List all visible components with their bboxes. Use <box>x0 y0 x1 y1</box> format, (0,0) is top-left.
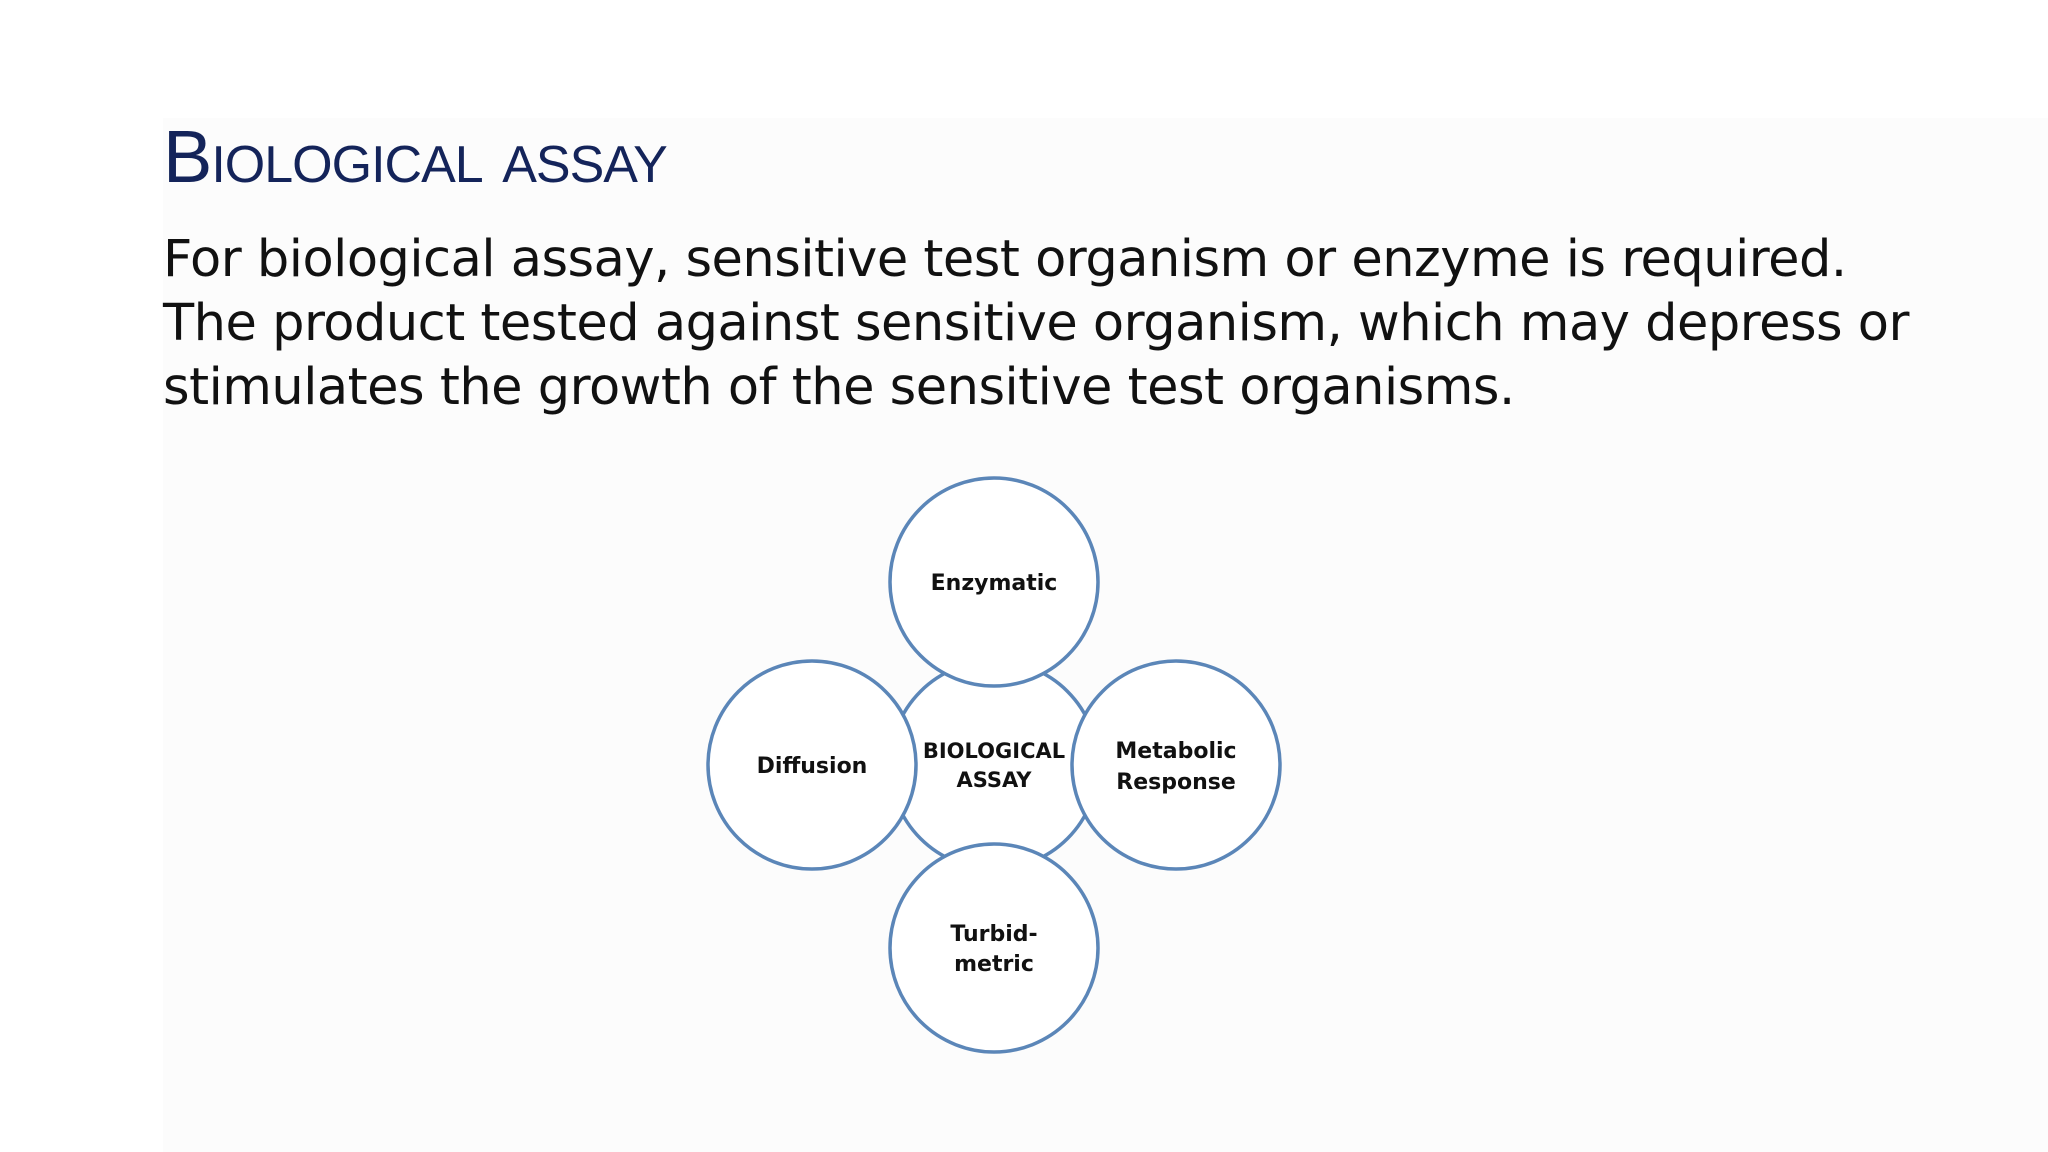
metabolic-response-label-line2: Response <box>1116 770 1236 795</box>
diffusion-label: Diffusion <box>757 754 868 779</box>
diffusion-circle <box>706 659 918 871</box>
slide-title: Biological assay <box>163 115 668 198</box>
slide-body-text: For biological assay, sensitive test org… <box>163 230 1909 417</box>
center-label-line2: ASSAY <box>956 768 1032 792</box>
content-panel <box>163 118 2048 1152</box>
metabolic-response-label-line1: Metabolic <box>1115 739 1236 764</box>
center-label-line1: BIOLOGICAL <box>923 739 1065 763</box>
turbidmetric-label-line2: metric <box>954 952 1034 977</box>
turbidmetric-circle <box>888 842 1100 1054</box>
turbidmetric-label-line1: Turbid- <box>950 922 1037 947</box>
enzymatic-circle <box>888 476 1100 688</box>
enzymatic-label: Enzymatic <box>931 571 1058 596</box>
center-circle <box>888 659 1100 871</box>
metabolic-response-circle <box>1070 659 1282 871</box>
